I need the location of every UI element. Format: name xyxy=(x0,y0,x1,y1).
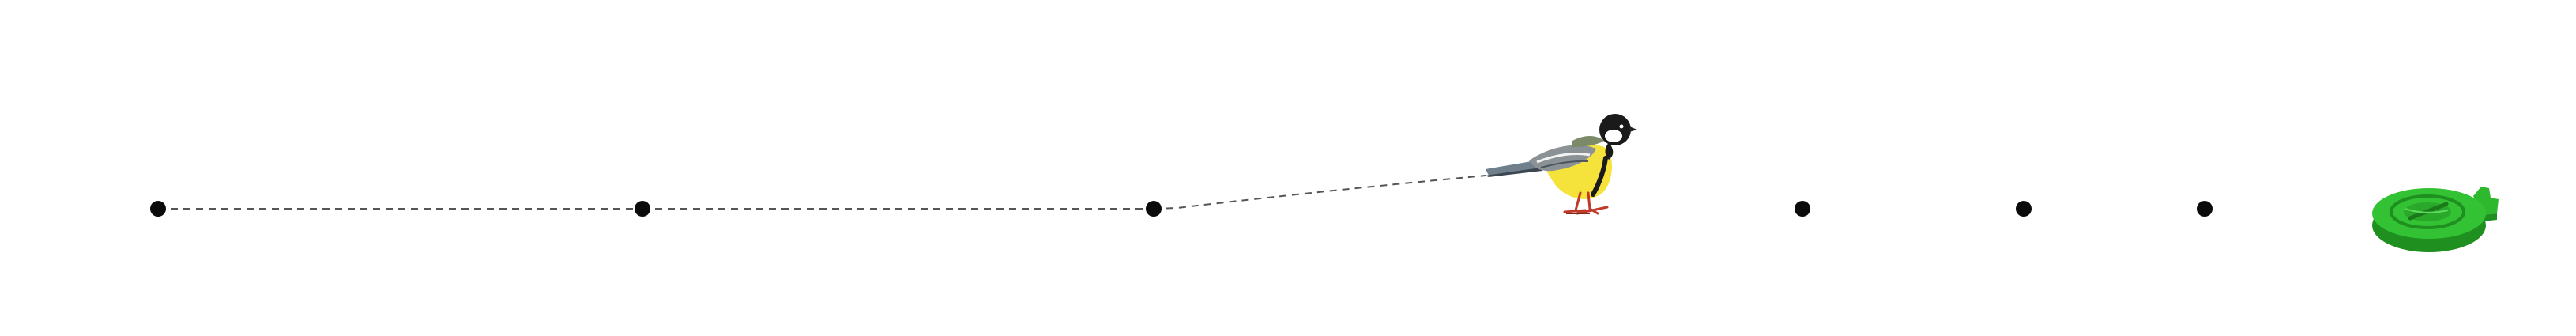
board-nodes xyxy=(150,201,2213,217)
board-node[interactable] xyxy=(1146,201,1162,217)
board-node[interactable] xyxy=(150,201,166,217)
board-node[interactable] xyxy=(635,201,650,217)
path-segment xyxy=(1153,175,1486,210)
great-tit-bird-icon[interactable] xyxy=(1486,114,1637,215)
flight-path xyxy=(158,175,1486,210)
board-node[interactable] xyxy=(2016,201,2032,217)
green-coin-goal-icon[interactable] xyxy=(2372,187,2499,252)
board-node[interactable] xyxy=(1795,201,1810,217)
board-node[interactable] xyxy=(2197,201,2213,217)
